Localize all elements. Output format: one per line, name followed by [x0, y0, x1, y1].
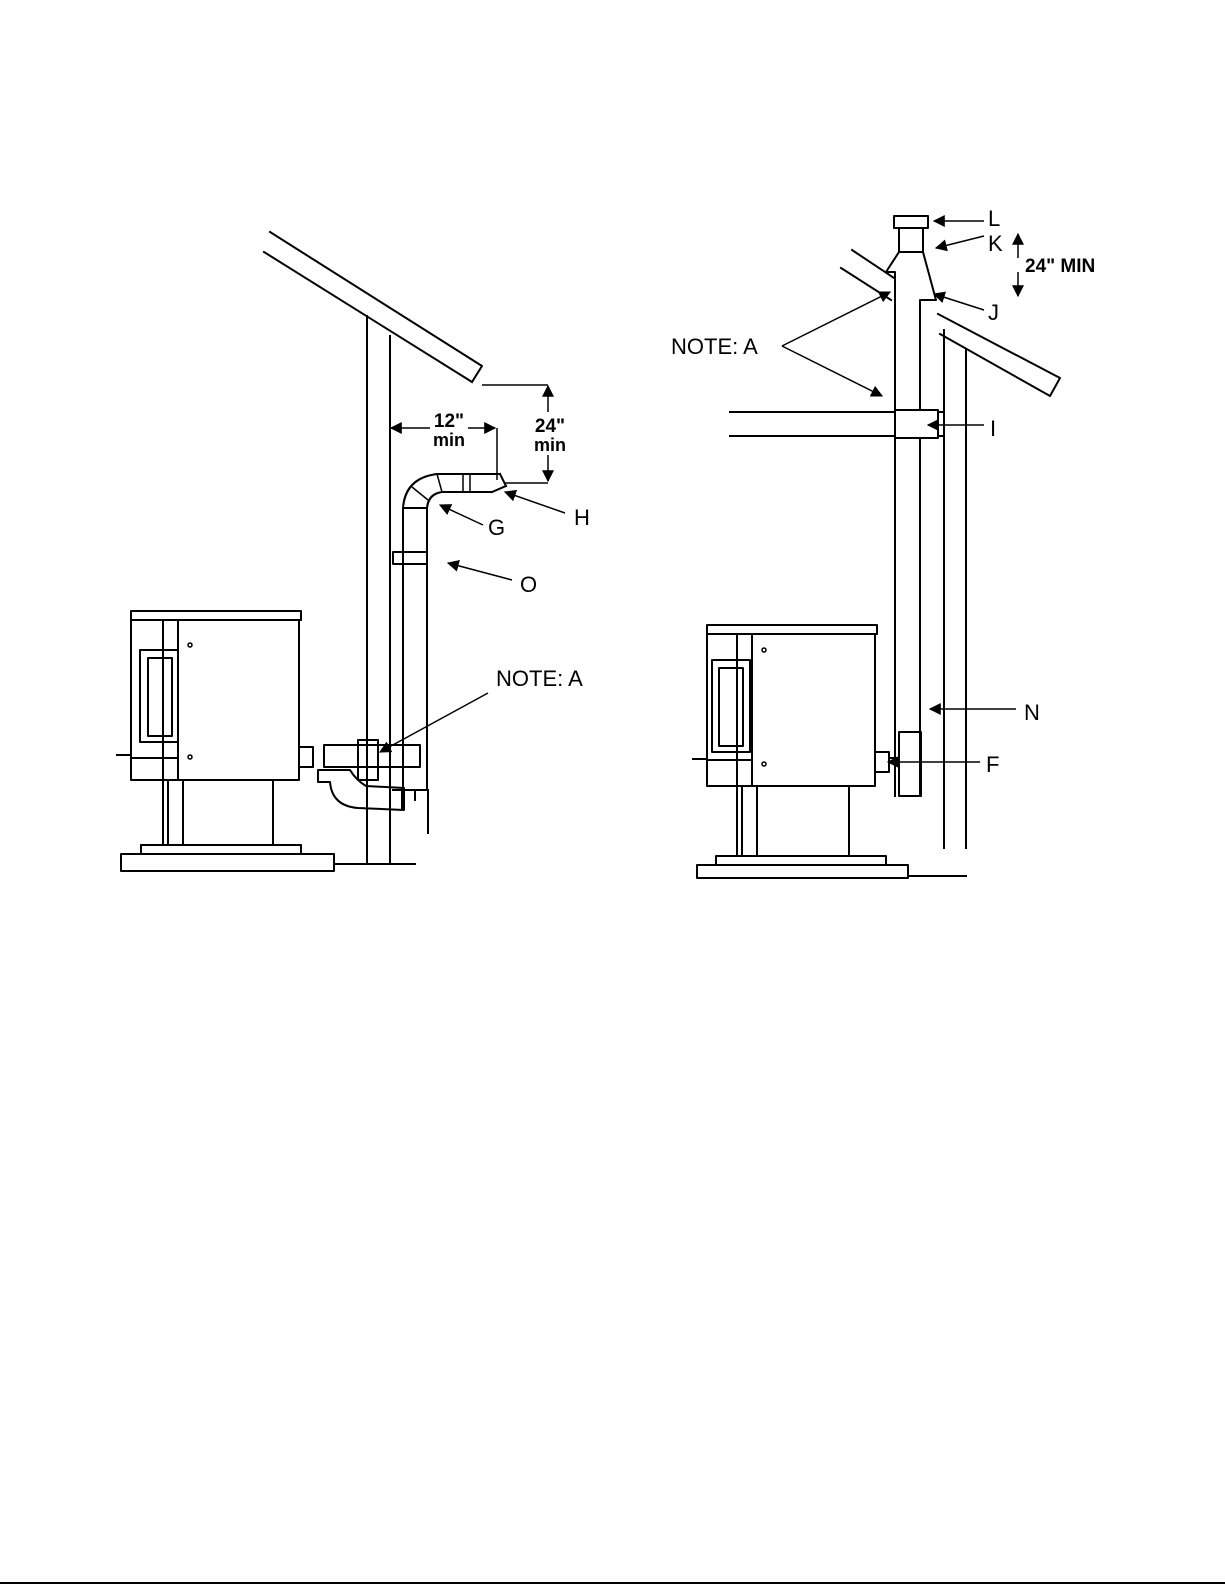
- callout-o: O: [448, 563, 537, 597]
- dim-12-label: 12": [434, 411, 464, 432]
- svg-text:I: I: [990, 416, 996, 441]
- dim-24-unit: min: [534, 435, 566, 455]
- dim-24-min-right: 24" MIN: [1018, 234, 1095, 296]
- svg-text:NOTE: A: NOTE: A: [671, 334, 758, 359]
- callout-h: H: [505, 492, 590, 530]
- right-chimney: [886, 216, 936, 796]
- svg-text:G: G: [488, 515, 505, 540]
- svg-text:N: N: [1024, 700, 1040, 725]
- svg-text:O: O: [520, 572, 537, 597]
- dim-12-min: 12" min: [391, 411, 497, 480]
- right-installation-view: 24" MIN L K J I N F NOTE:: [671, 206, 1095, 878]
- callout-j: J: [934, 294, 999, 325]
- right-stove: [693, 625, 889, 856]
- dim-24-min-left: 24" min: [505, 386, 566, 483]
- callout-n: N: [930, 700, 1040, 725]
- svg-text:NOTE: A: NOTE: A: [496, 666, 583, 691]
- svg-text:J: J: [988, 300, 999, 325]
- dim-24-min-label: 24" MIN: [1025, 256, 1095, 277]
- left-stove: [117, 611, 313, 845]
- dim-12-unit: min: [433, 430, 465, 450]
- note-a-right: NOTE: A: [671, 292, 890, 396]
- svg-text:H: H: [574, 505, 590, 530]
- right-roof: [841, 250, 1060, 848]
- note-a-left: NOTE: A: [380, 666, 583, 752]
- callout-g: G: [440, 505, 505, 540]
- callout-l: L: [934, 206, 1000, 231]
- dim-24-label: 24": [535, 416, 565, 437]
- svg-text:F: F: [986, 752, 999, 777]
- left-wall: [367, 316, 390, 864]
- right-floor: [697, 856, 966, 878]
- svg-text:K: K: [988, 231, 1003, 256]
- left-roof: [264, 232, 548, 385]
- left-wall-thimble: [318, 740, 428, 833]
- left-floor: [121, 845, 415, 871]
- callout-k: K: [936, 231, 1003, 256]
- left-installation-view: 12" min 24" min G H O NOTE: A: [117, 232, 590, 871]
- right-ceiling: [730, 410, 944, 438]
- svg-text:L: L: [988, 206, 1000, 231]
